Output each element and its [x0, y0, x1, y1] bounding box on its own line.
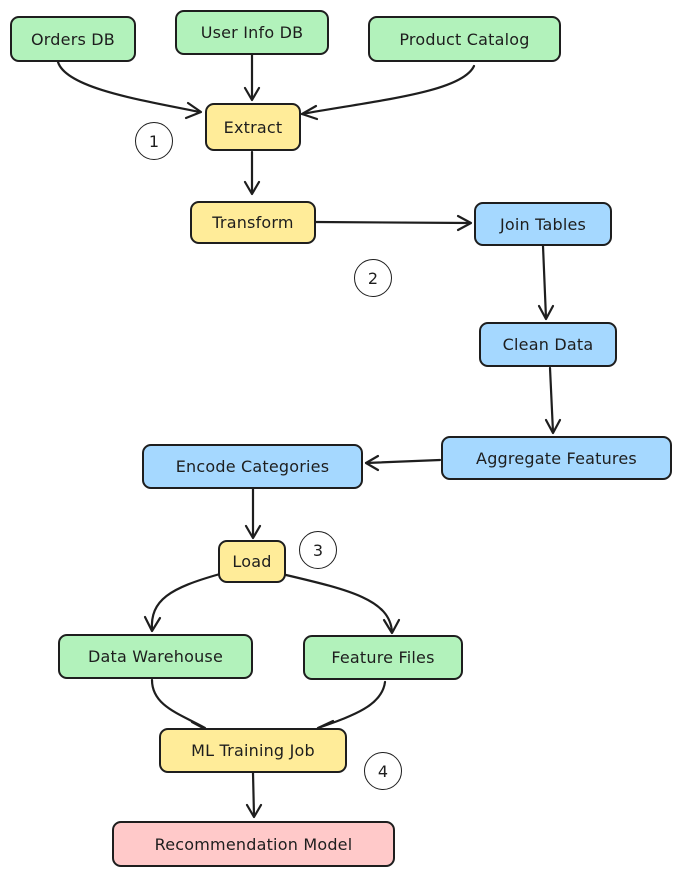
arrowhead — [544, 418, 562, 435]
node-orders-db: Orders DB — [10, 16, 136, 62]
node-extract: Extract — [205, 103, 301, 151]
node-transform: Transform — [190, 201, 316, 244]
node-product-catalog: Product Catalog — [368, 16, 561, 62]
node-recommendation-model: Recommendation Model — [112, 821, 395, 867]
edge-warehouse-to-training — [150, 678, 207, 730]
arrowhead — [143, 615, 162, 633]
step-badge-3: 3 — [299, 531, 337, 569]
edge-load-to-warehouse — [150, 572, 222, 632]
node-feature-files: Feature Files — [303, 635, 463, 680]
edge-join-to-clean — [541, 244, 548, 320]
edge-load-to-featurefiles — [284, 573, 394, 634]
node-clean-data: Clean Data — [479, 322, 617, 367]
arrowhead — [300, 104, 319, 121]
step-badge-4: 4 — [364, 752, 402, 790]
edge-orders-to-extract — [56, 60, 202, 114]
edge-clean-to-aggregate — [548, 366, 555, 434]
edge-featurefiles-to-training — [316, 680, 387, 730]
node-aggregate-features: Aggregate Features — [441, 436, 672, 480]
arrowhead — [244, 524, 262, 540]
arrowhead — [184, 101, 203, 120]
arrowhead — [537, 304, 555, 321]
edge-aggregate-to-encode — [364, 458, 442, 465]
arrowhead — [456, 214, 473, 232]
arrowhead — [364, 454, 380, 472]
node-user-info-db: User Info DB — [175, 10, 329, 55]
edge-training-to-model — [251, 771, 256, 818]
node-load: Load — [218, 540, 286, 583]
node-data-warehouse: Data Warehouse — [58, 634, 253, 679]
node-join-tables: Join Tables — [474, 202, 612, 246]
arrowhead — [245, 803, 263, 819]
node-ml-training-job: ML Training Job — [159, 728, 347, 773]
step-badge-1: 1 — [135, 122, 173, 160]
edge-transform-to-join — [313, 220, 472, 225]
edge-catalog-to-extract — [300, 64, 476, 116]
arrowhead — [382, 618, 401, 635]
arrowhead — [243, 180, 261, 196]
arrowhead — [243, 86, 261, 102]
step-badge-2: 2 — [354, 259, 392, 297]
node-encode-categories: Encode Categories — [142, 444, 363, 489]
